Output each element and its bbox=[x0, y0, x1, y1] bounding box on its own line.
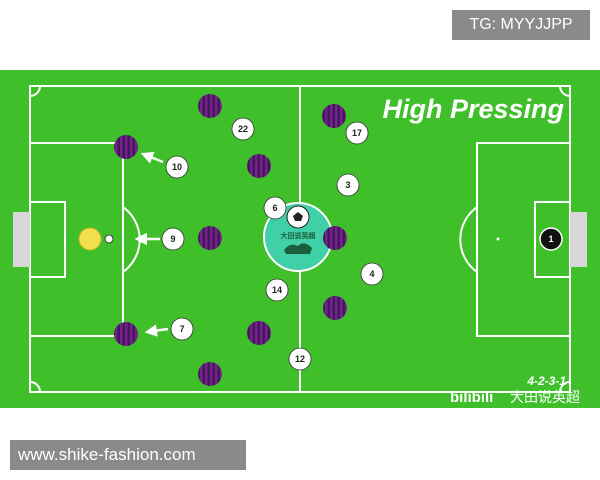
player-number: 14 bbox=[272, 285, 282, 295]
player-12: 12 bbox=[288, 347, 312, 371]
right-penalty-arc bbox=[459, 206, 478, 273]
player-number: 22 bbox=[238, 124, 248, 134]
player-22: 22 bbox=[231, 117, 255, 141]
ball-icon bbox=[104, 234, 114, 244]
opponent-player bbox=[322, 104, 346, 128]
player-6: 6 bbox=[263, 196, 287, 220]
player-9: 9 bbox=[161, 227, 185, 251]
corner-arc bbox=[559, 85, 571, 97]
player-number: 7 bbox=[179, 324, 184, 334]
pressing-arrows bbox=[134, 151, 169, 337]
player-1: 1 bbox=[539, 227, 563, 251]
home-players: 1 3 4 6 7 9 10 12 bbox=[161, 117, 563, 371]
player-number: 3 bbox=[345, 180, 350, 190]
opponent-player bbox=[247, 321, 271, 345]
pressing-arrow bbox=[140, 151, 164, 164]
opponent-player bbox=[198, 226, 222, 250]
diagram-title: High Pressing bbox=[382, 94, 564, 124]
player-number: 9 bbox=[170, 234, 175, 244]
player-number: 4 bbox=[369, 269, 374, 279]
corner-arc bbox=[29, 85, 41, 97]
left-goal bbox=[13, 212, 30, 267]
opponent-player bbox=[114, 135, 138, 159]
corner-arc bbox=[559, 381, 571, 393]
formation-label: 4-2-3-1 bbox=[526, 374, 566, 388]
opponent-player bbox=[198, 362, 222, 386]
emblem-text: 大田说英超 bbox=[281, 231, 317, 240]
opponent-player bbox=[323, 296, 347, 320]
player-3: 3 bbox=[336, 173, 360, 197]
telegram-watermark: TG: MYYJJPP bbox=[452, 10, 590, 40]
player-10: 10 bbox=[165, 155, 189, 179]
opponent-player bbox=[323, 226, 347, 250]
player-7: 7 bbox=[170, 317, 194, 341]
centre-emblem: 大田说英超 bbox=[263, 202, 333, 272]
player-number: 12 bbox=[295, 354, 305, 364]
site-watermark: www.shike-fashion.com bbox=[10, 440, 246, 470]
penalty-spot bbox=[496, 237, 500, 241]
opponents bbox=[114, 94, 347, 386]
player-number: 10 bbox=[172, 162, 182, 172]
corner-arc bbox=[29, 381, 41, 393]
opponent-player bbox=[247, 154, 271, 178]
bilibili-logo: bilibili bbox=[450, 389, 493, 406]
opponent-player bbox=[114, 322, 138, 346]
ball-carrier bbox=[78, 227, 102, 251]
player-number: 17 bbox=[352, 128, 362, 138]
player-number: 1 bbox=[548, 234, 553, 244]
pressing-arrow bbox=[144, 324, 169, 337]
right-goal bbox=[570, 212, 587, 267]
player-number: 6 bbox=[272, 203, 277, 213]
lion-icon bbox=[284, 243, 312, 254]
channel-name: 大田说英超 bbox=[510, 389, 580, 406]
player-14: 14 bbox=[265, 278, 289, 302]
tactics-pitch: 大田说英超 High Pressing 4-2-3-1 bilibili 大田说… bbox=[0, 70, 600, 408]
opponent-player bbox=[198, 94, 222, 118]
player-4: 4 bbox=[360, 262, 384, 286]
player-17: 17 bbox=[345, 121, 369, 145]
